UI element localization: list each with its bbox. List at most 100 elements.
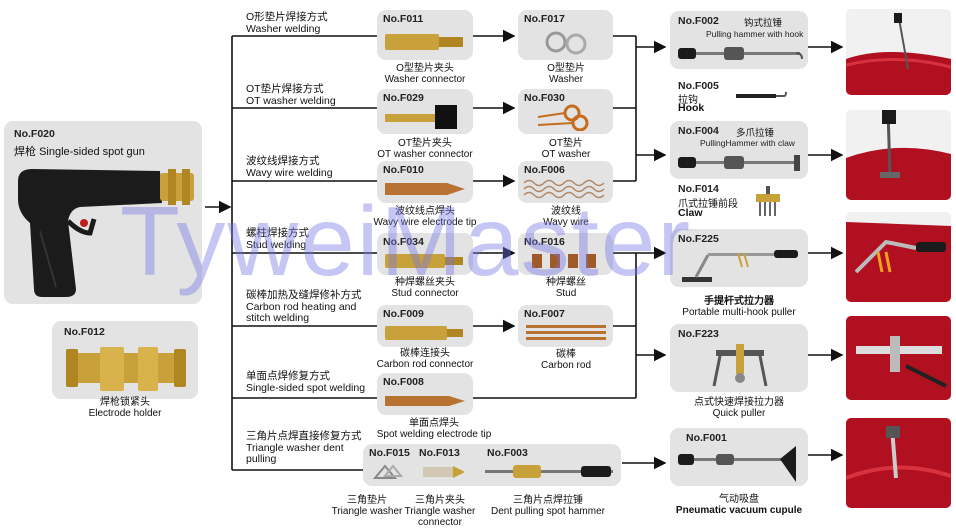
puller-card-f004: No.F004 多爪拉锤 PullingHammer with claw: [670, 121, 808, 179]
consumable-card-f016: No.F016: [518, 233, 613, 275]
consumable-card-f007: No.F007: [518, 305, 613, 347]
puller-code: No.F004: [678, 125, 719, 137]
spot-electrode-tip-icon: [385, 396, 465, 406]
carbon-rod-icon: [526, 325, 606, 340]
gun-name-en: Single-sided spot gun: [39, 146, 145, 158]
triangle-washer-icon: [372, 464, 404, 479]
triangle-connector-icon: [423, 466, 465, 478]
tip-card-f009: No.F009: [377, 305, 473, 347]
gun-code: No.F020: [14, 128, 55, 140]
gun-name-cn: 焊枪: [14, 146, 36, 158]
stud-connector-icon: [385, 254, 463, 268]
consumable-card-f030: No.F030: [518, 89, 613, 134]
puller-name-cn: 钩式拉锤: [744, 18, 783, 29]
holder-name-en: Electrode holder: [88, 408, 162, 419]
puller-name-cn-f014: 爪式拉锤前段: [678, 199, 738, 210]
claw-hammer-icon: [678, 155, 800, 171]
puller-code: No.F001: [686, 432, 727, 444]
consumable-code: No.F006: [524, 164, 565, 176]
consumable-card-f017: No.F017: [518, 10, 613, 60]
puller-name-en: PullingHammer with claw: [700, 138, 795, 148]
puller-card-f001: No.F001: [670, 428, 808, 486]
washer-icon: [545, 31, 587, 55]
puller-name-cn-f005: 拉钩: [678, 95, 698, 106]
consumable-code: No.F017: [524, 13, 565, 25]
tip-card-f029: No.F029: [377, 89, 473, 134]
puller-code: No.F223: [678, 328, 719, 340]
application-photo-claw-hammer: [846, 110, 951, 200]
hook-icon: [736, 91, 787, 98]
tip-code: No.F009: [383, 308, 424, 320]
puller-caption-f225-en: Portable multi-hook puller: [682, 307, 796, 318]
multi-hook-puller-icon: [682, 250, 798, 282]
puller-code: No.F225: [678, 233, 719, 245]
consumable-code: No.F007: [524, 308, 565, 320]
puller-code-f014: No.F014: [678, 183, 719, 195]
application-photo-vacuum: [846, 418, 951, 508]
puller-name-en-f014: Claw: [678, 207, 703, 219]
application-photo-hook-hammer: [846, 9, 951, 95]
ot-washer-icon: [537, 104, 589, 131]
washer-connector-icon: [385, 34, 463, 50]
wavy-wire-icon: [523, 179, 605, 199]
tip-code: No.F008: [383, 376, 424, 388]
triangle-code-f013: No.F013: [419, 447, 460, 459]
dent-pulling-hammer-icon: [485, 465, 613, 478]
application-photo-quick-puller: [846, 316, 951, 400]
puller-code: No.F002: [678, 15, 719, 27]
application-photo-multi-hook: [846, 212, 951, 302]
triangle-card: No.F015 No.F013 No.F003: [363, 444, 621, 486]
tip-code: No.F010: [383, 164, 424, 176]
puller-card-f225: No.F225: [670, 229, 808, 287]
tip-code: No.F034: [383, 236, 424, 248]
tip-card-f011: No.F011: [377, 10, 473, 60]
quick-puller-icon: [712, 344, 768, 387]
puller-code-f005: No.F005: [678, 80, 719, 92]
puller-name-en-f005: Hook: [678, 102, 705, 114]
triangle-code-f003: No.F003: [487, 447, 528, 459]
holder-card: No.F012: [52, 321, 198, 399]
ot-washer-connector-icon: [385, 105, 457, 129]
electrode-holder-icon: [66, 347, 186, 391]
holder-name-cn: 焊枪锁紧头: [100, 397, 150, 408]
triangle-code-f015: No.F015: [369, 447, 410, 459]
puller-card-f223: No.F223: [670, 324, 808, 392]
puller-name-en: Pulling hammer with hook: [706, 29, 804, 39]
gun-card: No.F020 焊枪 Single-sided spot gun: [4, 121, 202, 304]
vacuum-cupule-icon: [678, 446, 796, 482]
tip-card-f010: No.F010: [377, 161, 473, 203]
tip-card-f008: No.F008: [377, 373, 473, 415]
consumable-code: No.F016: [524, 236, 565, 248]
consumable-card-f006: No.F006: [518, 161, 613, 203]
gun-name: 焊枪 Single-sided spot gun: [14, 143, 145, 159]
holder-code: No.F012: [64, 326, 105, 338]
tip-code: No.F011: [383, 13, 424, 25]
puller-name-cn: 多爪拉锤: [736, 128, 775, 139]
carbon-rod-connector-icon: [385, 326, 463, 340]
puller-card-f002: No.F002 钩式拉锤 Pulling hammer with hook: [670, 11, 808, 69]
tip-card-f034: No.F034: [377, 233, 473, 275]
